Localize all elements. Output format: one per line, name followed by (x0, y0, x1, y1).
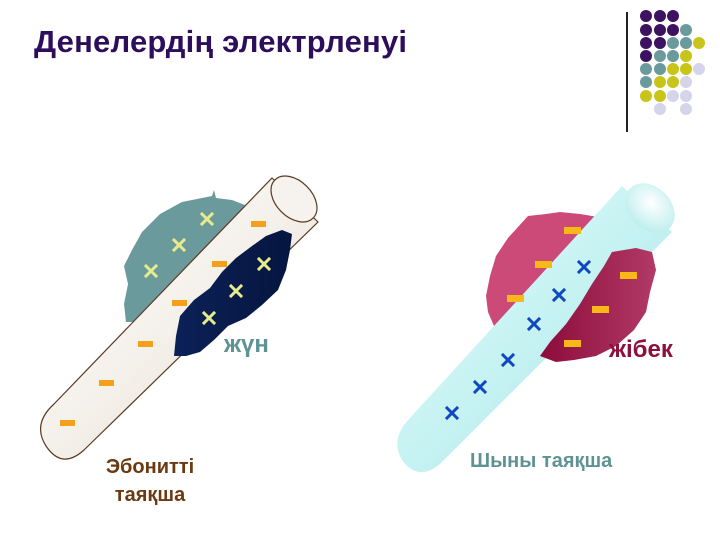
glass-rod-label: Шыны таяқша (470, 450, 613, 472)
decor-dot (667, 37, 679, 49)
wool-label: жүн (224, 331, 269, 358)
decor-dot (654, 50, 666, 62)
decor-dot (654, 103, 666, 115)
decor-dot (667, 63, 679, 75)
decor-dot (654, 90, 666, 102)
ebonite-rod-label-line-2: таяқша (114, 484, 186, 506)
wool-left-piece (124, 190, 262, 322)
decor-dot (654, 37, 666, 49)
decor-dot (680, 90, 692, 102)
silk-label: жібек (609, 336, 673, 363)
decor-dot (667, 90, 679, 102)
decor-dot (640, 24, 652, 36)
decor-divider-line (626, 12, 628, 132)
decor-dot (680, 63, 692, 75)
decor-dot (640, 63, 652, 75)
decor-dot (654, 76, 666, 88)
decor-dot (693, 63, 705, 75)
decor-dot (680, 24, 692, 36)
decor-dot (640, 90, 652, 102)
ebonite-negative-charges (60, 221, 266, 426)
decor-dot (680, 76, 692, 88)
slide-title: Денелердің электрленуі (34, 24, 408, 59)
decor-dot (640, 76, 652, 88)
decor-dot (667, 10, 679, 22)
decor-dot (667, 24, 679, 36)
wool-positive-charges (143, 211, 272, 326)
decor-dot (680, 103, 692, 115)
glass-rod (397, 183, 675, 473)
decor-dot (667, 50, 679, 62)
ebonite-rod-label: Эбониттi таяқша (70, 453, 230, 509)
ebonite-rod (39, 175, 319, 460)
decor-dot (640, 50, 652, 62)
glass-positive-charges (444, 259, 592, 421)
ebonite-rod-label-line-1: Эбониттi (105, 456, 195, 478)
decor-dot (640, 37, 652, 49)
decor-dot (654, 63, 666, 75)
decor-dot (667, 76, 679, 88)
silk-negative-charges (507, 227, 637, 347)
decor-dot (680, 50, 692, 62)
decor-dot (654, 10, 666, 22)
decor-dot (693, 37, 705, 49)
decor-dot (654, 24, 666, 36)
decor-dot (680, 37, 692, 49)
decor-dot (640, 10, 652, 22)
